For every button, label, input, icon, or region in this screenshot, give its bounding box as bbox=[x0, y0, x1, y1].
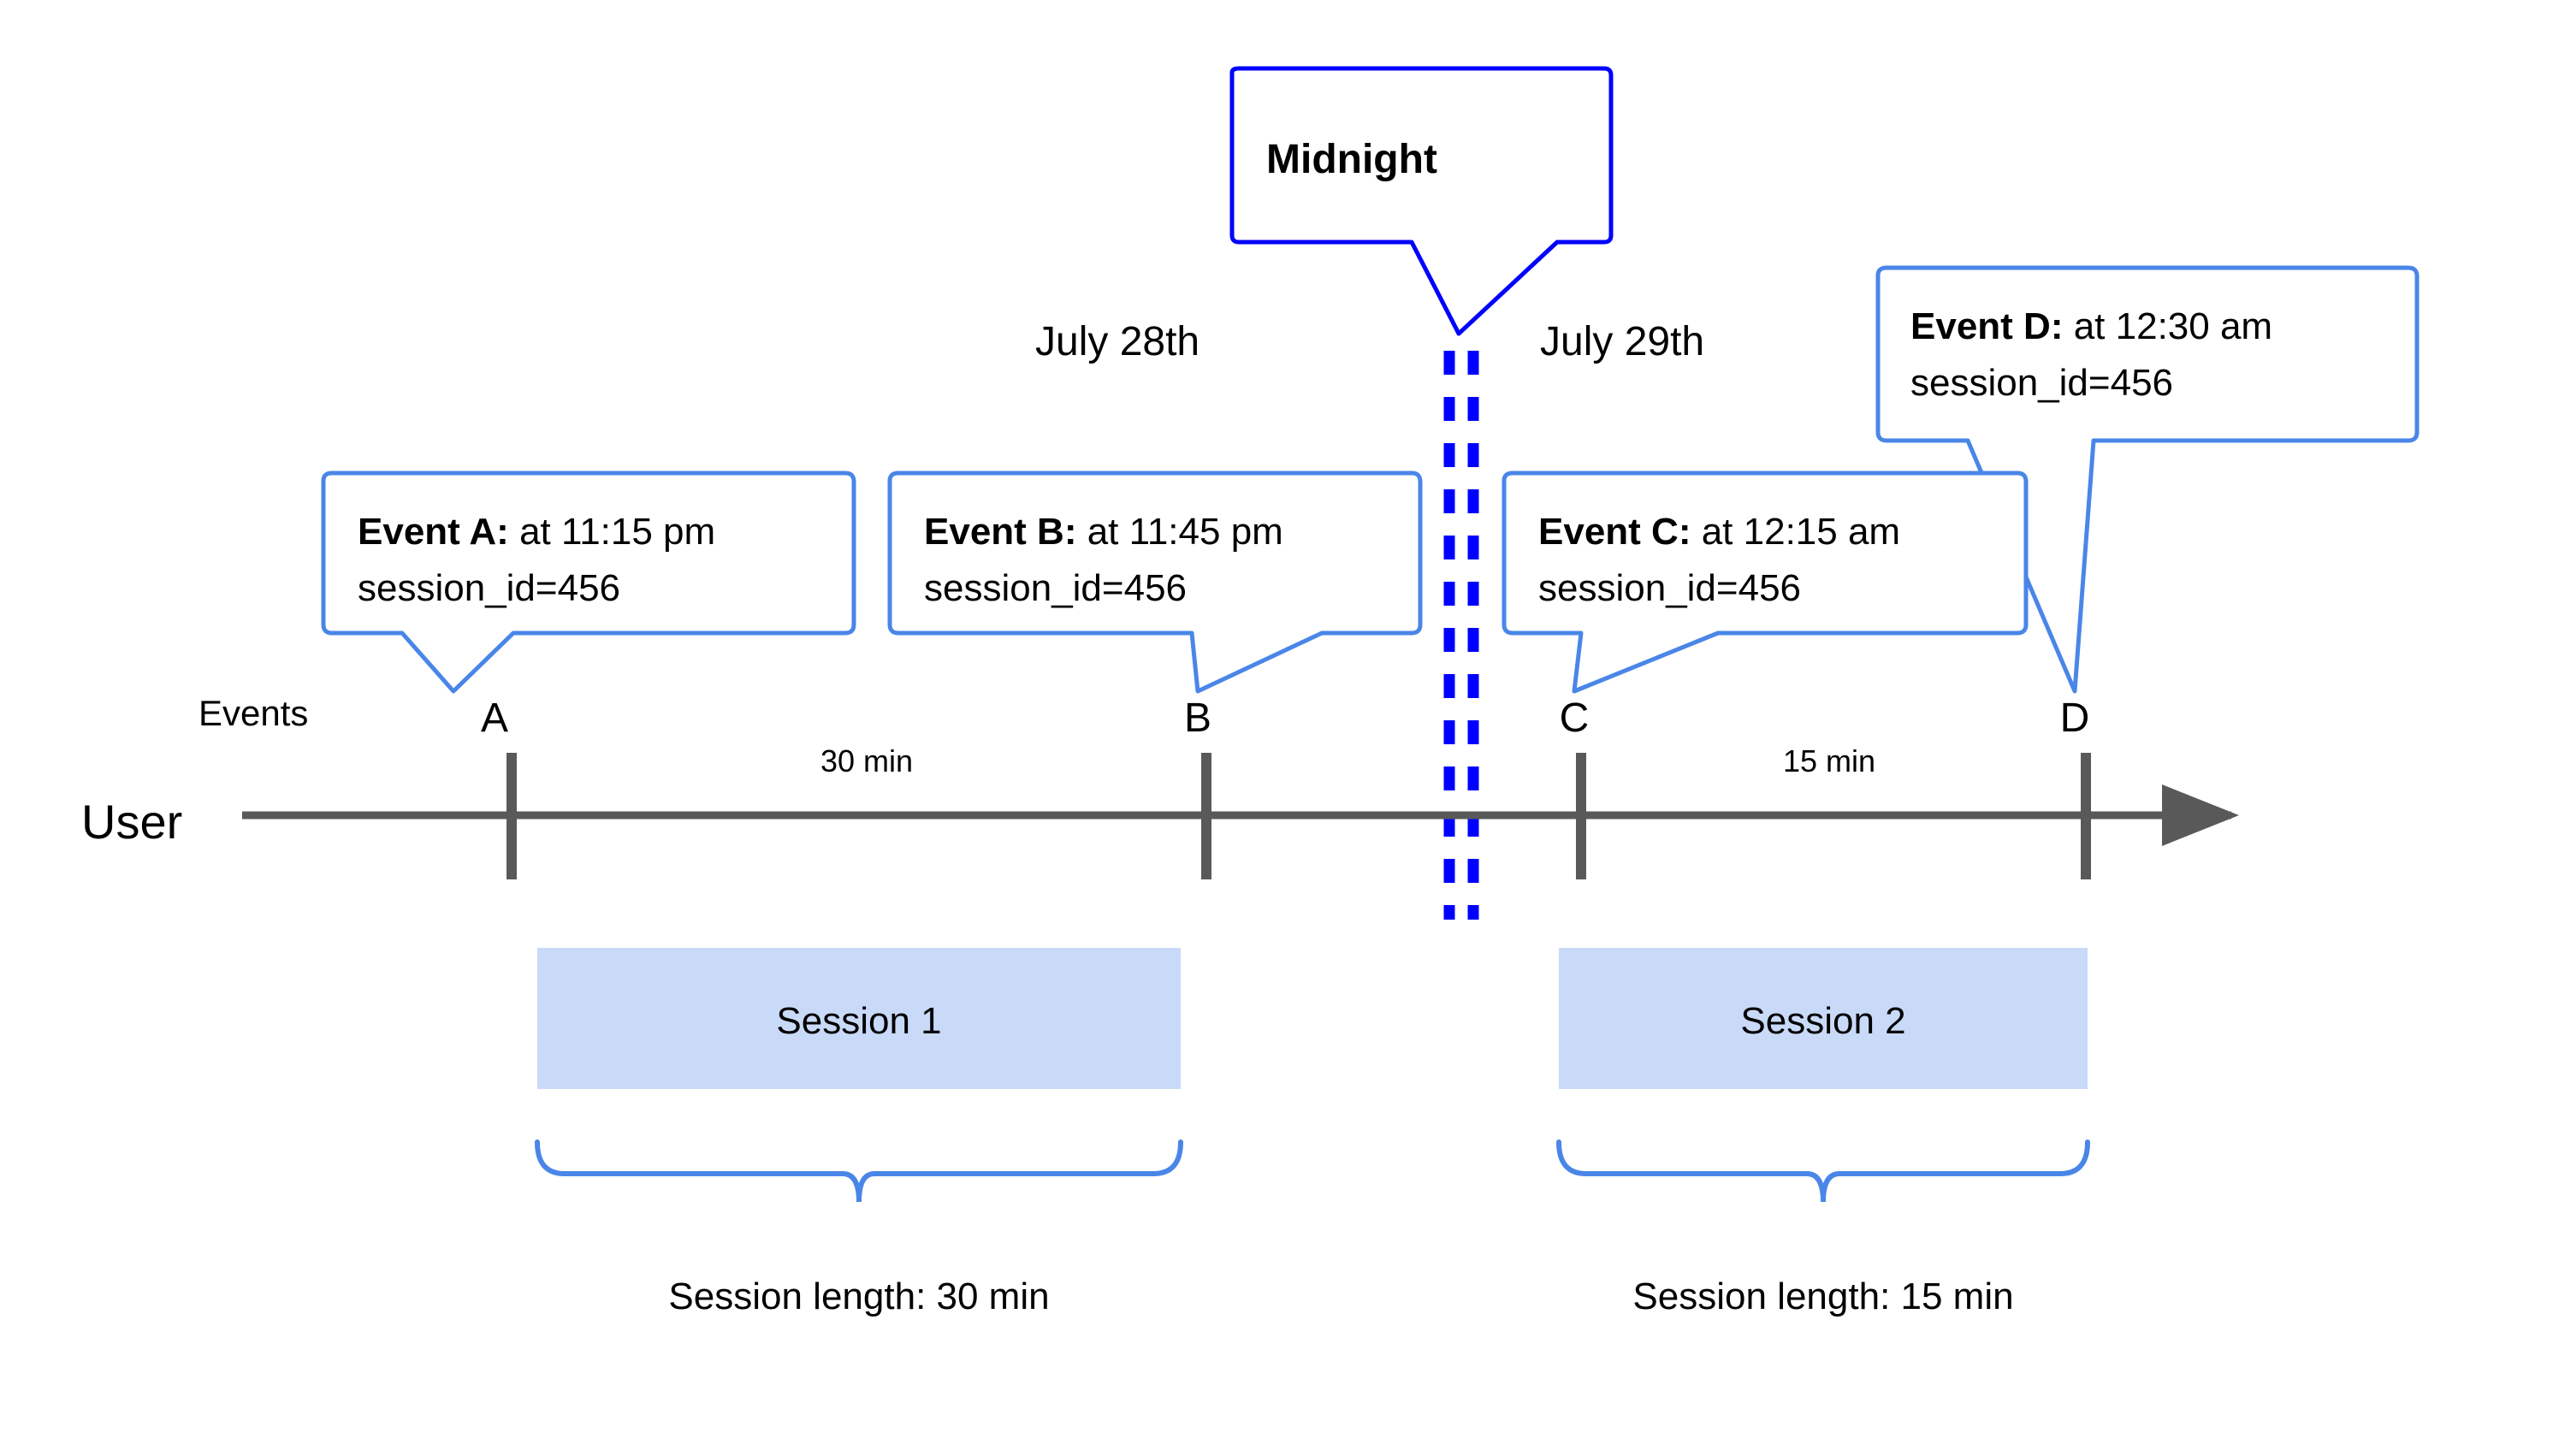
session-1-length-label: Session length: 30 min bbox=[668, 1275, 1049, 1317]
midnight-callout: Midnight bbox=[1229, 66, 1614, 336]
user-axis-label: User bbox=[81, 795, 182, 849]
session-1-group: Session 1 Session length: 30 min bbox=[535, 948, 1183, 1317]
session-2-box bbox=[1559, 948, 2088, 1089]
date-label-july-28: July 28th bbox=[1035, 319, 1199, 364]
event-b-session-id: session_id=456 bbox=[924, 567, 1187, 609]
duration-label-15-min: 15 min bbox=[1783, 743, 1875, 778]
event-callout-c: Event C: at 12:15 am session_id=456 bbox=[1502, 471, 2029, 694]
session-1-box bbox=[537, 948, 1181, 1089]
session-1-label: Session 1 bbox=[776, 1000, 941, 1042]
event-d-session-id: session_id=456 bbox=[1910, 362, 2173, 404]
event-callout-d: Event D: at 12:30 am session_id=456 bbox=[1875, 265, 2420, 694]
event-a-title-line: Event A: at 11:15 pm bbox=[358, 511, 715, 553]
event-c-title-line: Event C: at 12:15 am bbox=[1538, 511, 1900, 553]
event-d-detail: at 12:30 am bbox=[2063, 305, 2272, 347]
event-a-session-id: session_id=456 bbox=[358, 567, 620, 609]
midnight-divider bbox=[1443, 351, 1479, 920]
event-b-detail: at 11:45 pm bbox=[1076, 511, 1282, 553]
event-b-title-line: Event B: at 11:45 pm bbox=[924, 511, 1283, 553]
event-callout-a: Event A: at 11:15 pm session_id=456 bbox=[321, 471, 856, 694]
event-a-title: Event A: bbox=[358, 511, 509, 553]
event-b-title: Event B: bbox=[924, 511, 1076, 553]
event-c-title: Event C: bbox=[1538, 511, 1691, 553]
event-a-detail: at 11:15 pm bbox=[509, 511, 715, 553]
session-2-label: Session 2 bbox=[1740, 1000, 1905, 1042]
event-letter-c: C bbox=[1560, 695, 1590, 741]
event-c-detail: at 12:15 am bbox=[1691, 511, 1900, 553]
event-letter-b: B bbox=[1184, 695, 1211, 741]
event-c-session-id: session_id=456 bbox=[1538, 567, 1801, 609]
session-1-brace bbox=[535, 1139, 1183, 1203]
user-timeline-axis: User bbox=[81, 753, 2239, 879]
event-d-title: Event D: bbox=[1910, 305, 2063, 347]
events-axis-label: Events bbox=[198, 693, 308, 733]
duration-label-30-min: 30 min bbox=[820, 743, 913, 778]
event-d-title-line: Event D: at 12:30 am bbox=[1910, 305, 2272, 347]
session-2-length-label: Session length: 15 min bbox=[1632, 1275, 2013, 1317]
session-2-brace bbox=[1556, 1139, 2090, 1203]
session-2-group: Session 2 Session length: 15 min bbox=[1556, 948, 2090, 1317]
event-callout-b: Event B: at 11:45 pm session_id=456 bbox=[887, 471, 1423, 694]
midnight-label: Midnight bbox=[1266, 137, 1437, 182]
event-letter-a: A bbox=[481, 695, 508, 741]
event-letter-d: D bbox=[2060, 695, 2090, 741]
date-label-july-29: July 29th bbox=[1540, 319, 1704, 364]
